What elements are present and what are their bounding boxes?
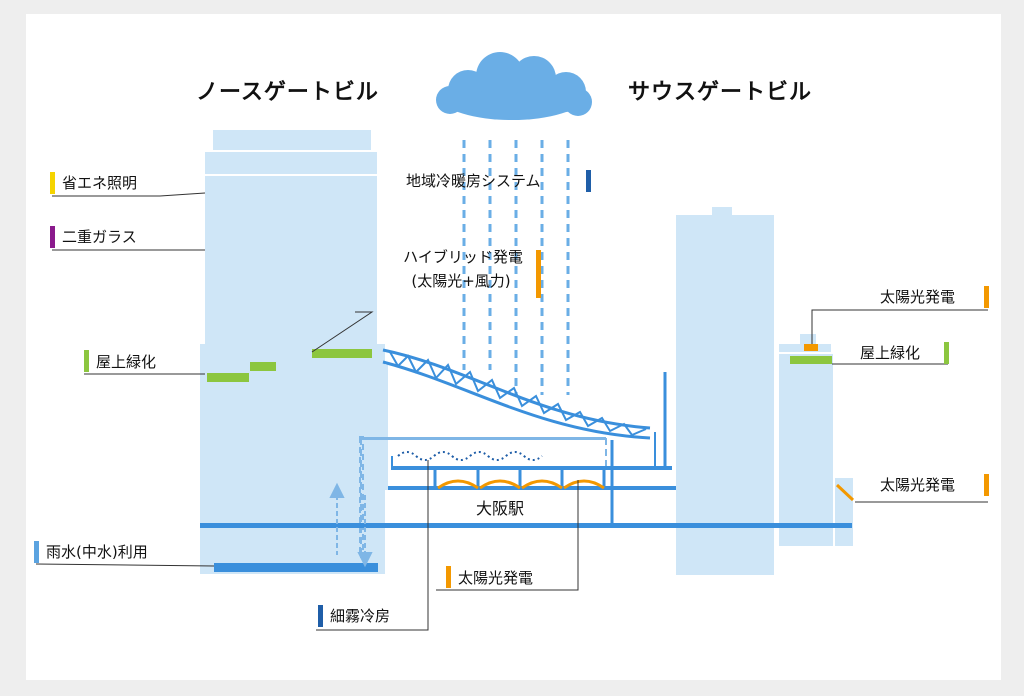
label-double-glazing: 二重ガラス [62, 228, 137, 246]
label-hybrid-power-line2: (太陽光+風力) [411, 272, 511, 290]
label-bar-darkblue-bottom [318, 605, 323, 627]
label-bar-orange-top [984, 286, 989, 308]
label-rooftop-greening-south: 屋上緑化 [860, 344, 921, 362]
label-bar-orange-hybrid [536, 250, 541, 298]
label-rooftop-greening-north: 屋上緑化 [96, 353, 157, 371]
water-storage [214, 563, 378, 572]
water-arrows [329, 482, 373, 568]
label-mist-cooling: 細霧冷房 [330, 607, 391, 625]
solar-arcs [437, 479, 605, 490]
diagram-panel [26, 14, 1001, 680]
label-hybrid-power-line1: ハイブリッド発電 [403, 248, 523, 266]
station-structure [359, 372, 676, 558]
green-roofs [207, 349, 832, 382]
label-solar-power-bottom: 太陽光発電 [458, 569, 534, 587]
label-bar-orange-bottom [446, 566, 451, 588]
rain-lines [462, 140, 570, 395]
cloud [436, 52, 592, 120]
label-bar-green-south [944, 342, 949, 364]
north-building-title: ノースゲートビル [196, 80, 379, 105]
label-solar-power-side: 太陽光発電 [880, 476, 956, 494]
label-station: 大阪駅 [476, 499, 525, 518]
roof-truss [382, 348, 651, 440]
label-bar-yellow [50, 172, 55, 194]
south-building-title: サウスゲートビル [628, 80, 813, 105]
label-bar-orange-side [984, 474, 989, 496]
solar-panel-top [804, 344, 818, 351]
label-solar-power-top: 太陽光発電 [880, 288, 956, 306]
south-gate-building [676, 207, 853, 575]
label-bar-green-north [84, 350, 89, 372]
north-gate-building [200, 130, 388, 574]
label-bar-purple [50, 226, 55, 248]
mist-wave [397, 451, 543, 461]
label-rainwater-use: 雨水(中水)利用 [46, 543, 148, 561]
leader-lines [35, 192, 988, 631]
solar-panel-side [835, 483, 855, 502]
label-energy-saving-lighting: 省エネ照明 [62, 174, 138, 192]
label-bar-lightblue [34, 541, 39, 563]
ground-line [200, 523, 852, 528]
label-district-heating-cooling: 地域冷暖房システム [406, 172, 541, 190]
label-bar-darkblue-top [586, 170, 591, 192]
